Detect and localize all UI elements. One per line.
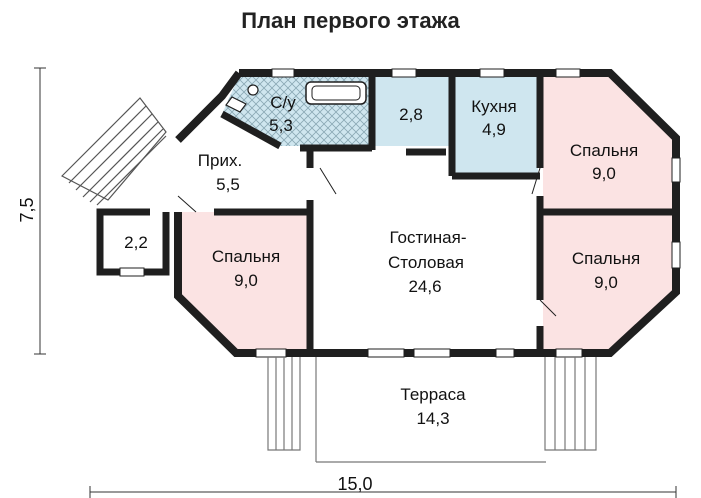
bedroom-ne-area: 9,0 (592, 164, 616, 183)
plan-title: План первого этажа (241, 8, 460, 33)
hall-name: Прих. (198, 151, 242, 170)
terrace-name: Терраса (400, 385, 466, 404)
small-bath-fill (372, 76, 452, 146)
bedroom-w-fill (178, 212, 308, 353)
vestibule-area: 2,2 (124, 233, 148, 252)
toilet-area: 5,3 (269, 116, 293, 135)
toilet-bowl (247, 84, 259, 96)
toilet-name: С/у (270, 93, 296, 112)
entrance-stairs (60, 97, 167, 206)
height-dimension: 7,5 (17, 197, 37, 222)
terrace-area: 14,3 (416, 409, 449, 428)
windows (255, 68, 681, 358)
bedroom-ne-name: Спальня (570, 141, 638, 160)
bedroom-w-name: Спальня (212, 247, 280, 266)
living-area: 24,6 (408, 277, 441, 296)
kitchen-area: 4,9 (482, 120, 506, 139)
bedroom-se-area: 9,0 (594, 273, 618, 292)
bathtub (305, 81, 367, 105)
living-name-line2: Столовая (388, 253, 464, 272)
dimension-lines (34, 67, 677, 498)
door-swings (177, 167, 557, 317)
vestibule-walls (96, 208, 170, 276)
terrace-outline (267, 357, 597, 463)
kitchen-fill (452, 76, 538, 174)
washbasin (225, 96, 247, 113)
bedroom-w-area: 9,0 (234, 271, 258, 290)
width-dimension: 15,0 (337, 474, 372, 494)
outer-walls (174, 69, 680, 357)
kitchen-name: Кухня (471, 97, 517, 116)
small-bath-area: 2,8 (399, 105, 423, 124)
interior-walls (214, 76, 676, 353)
bedroom-se-name: Спальня (572, 249, 640, 268)
hall-area: 5,5 (216, 175, 240, 194)
living-name-line1: Гостиная- (389, 228, 466, 247)
